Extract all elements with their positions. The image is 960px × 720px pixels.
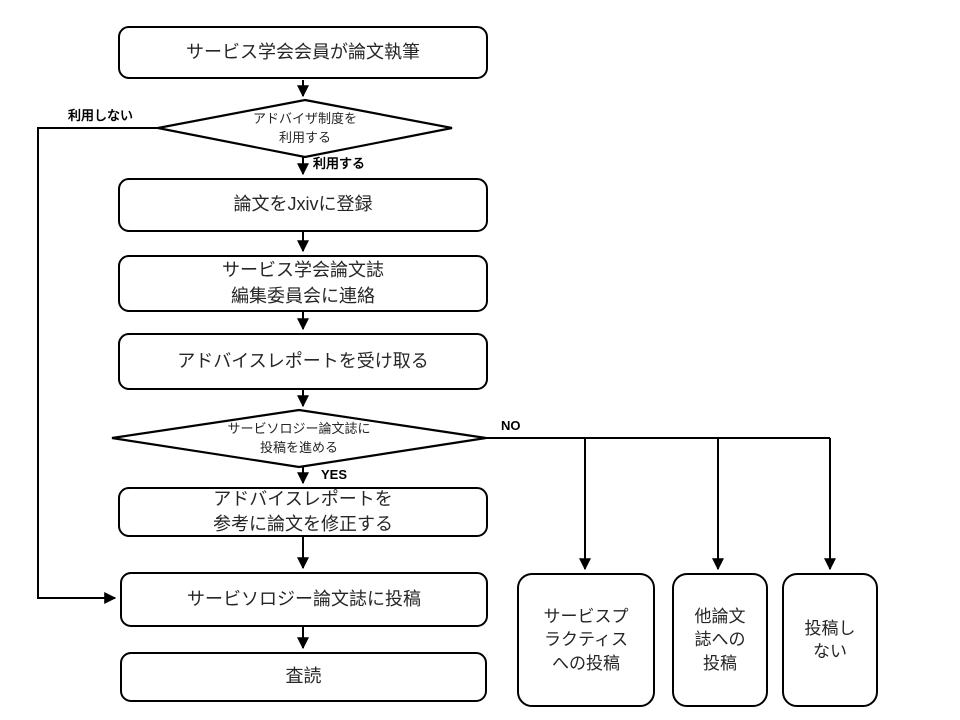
node-revise-paper-label: アドバイスレポートを 参考に論文を修正する bbox=[213, 488, 393, 534]
node-alt-service-practice-label: サービスプ ラクティス への投稿 bbox=[543, 606, 629, 673]
decision-advisor-label: アドバイザ制度を 利用する bbox=[252, 110, 357, 146]
node-peer-review: 査読 bbox=[120, 652, 487, 702]
node-register-jxiv: 論文をJxivに登録 bbox=[118, 178, 488, 232]
node-write-paper: サービス学会会員が論文執筆 bbox=[118, 26, 488, 79]
node-submit-journal-label: サービソロジー論文誌に投稿 bbox=[187, 588, 421, 609]
edge-label-no: NO bbox=[501, 418, 521, 433]
edge-label-yes: YES bbox=[321, 467, 348, 482]
node-alt-no-submit-label: 投稿し ない bbox=[804, 618, 856, 661]
node-register-jxiv-label: 論文をJxivに登録 bbox=[233, 194, 373, 215]
edge-label-not-use: 利用しない bbox=[68, 108, 134, 123]
node-receive-report: アドバイスレポートを受け取る bbox=[118, 333, 488, 390]
node-revise-paper: アドバイスレポートを 参考に論文を修正する bbox=[118, 487, 488, 537]
node-contact-committee: サービス学会論文誌 編集委員会に連絡 bbox=[118, 255, 488, 312]
node-alt-no-submit: 投稿し ない bbox=[782, 573, 878, 707]
node-peer-review-label: 査読 bbox=[285, 666, 322, 687]
node-submit-journal: サービソロジー論文誌に投稿 bbox=[120, 572, 488, 627]
edge-label-use: 利用する bbox=[313, 156, 366, 171]
node-write-paper-label: サービス学会会員が論文執筆 bbox=[186, 41, 420, 62]
node-alt-other-journal: 他論文 誌への 投稿 bbox=[672, 573, 768, 707]
node-alt-other-journal-label: 他論文 誌への 投稿 bbox=[694, 606, 746, 673]
decision-submit-label: サービソロジー論文誌に 投稿を進める bbox=[227, 420, 371, 456]
node-receive-report-label: アドバイスレポートを受け取る bbox=[177, 350, 429, 371]
node-contact-committee-label: サービス学会論文誌 編集委員会に連絡 bbox=[222, 260, 384, 306]
node-alt-service-practice: サービスプ ラクティス への投稿 bbox=[517, 573, 655, 707]
